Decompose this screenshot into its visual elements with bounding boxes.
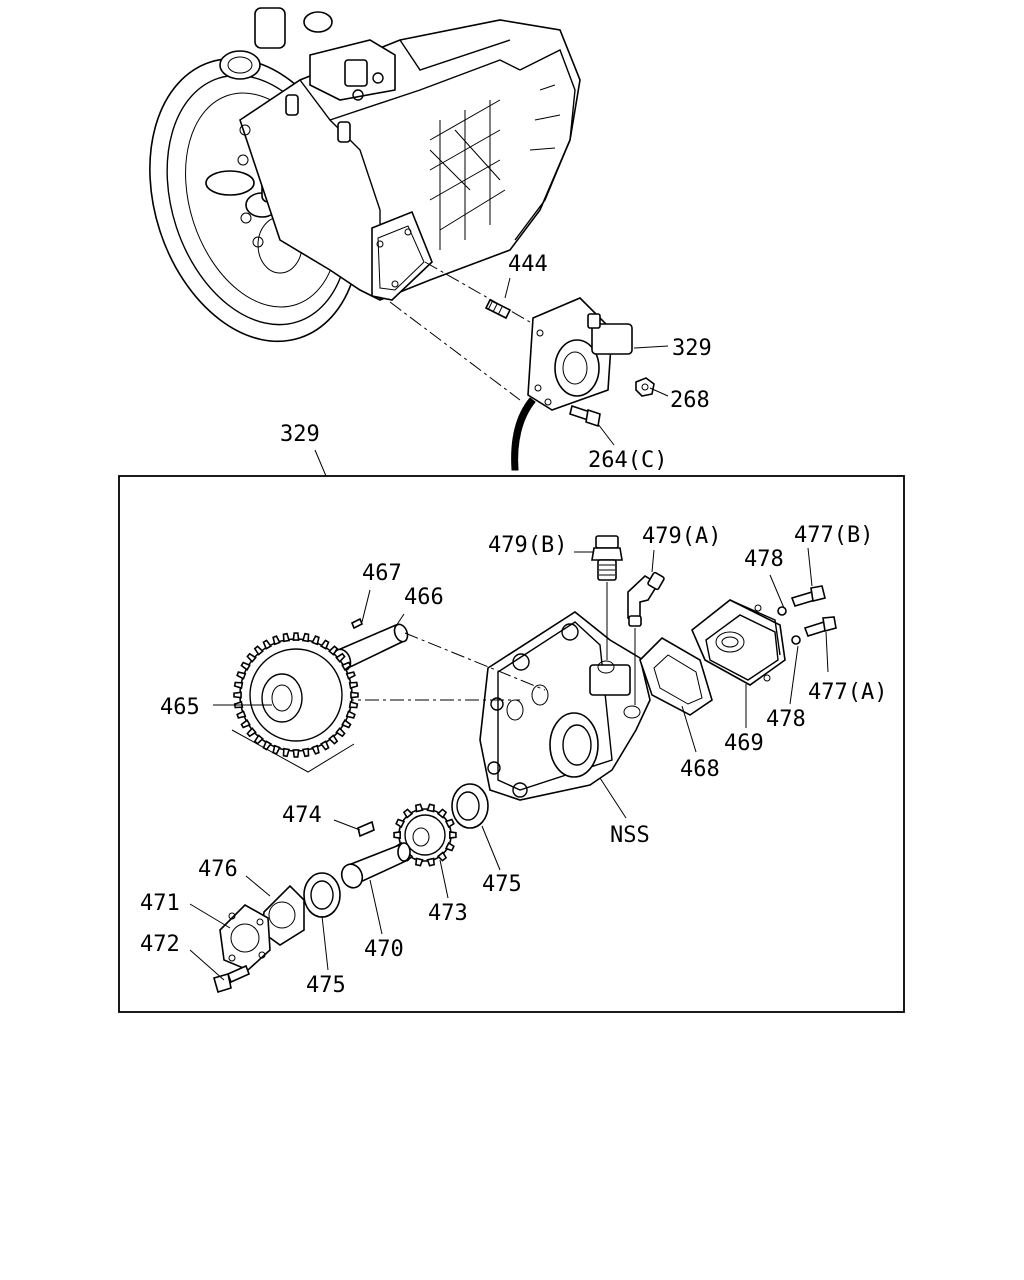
gear-tooth [444,818,455,829]
label-474: 474 [282,803,322,828]
gear-tooth [345,710,356,719]
gear-tooth [426,803,435,813]
gear-465 [233,632,359,758]
gear-tooth [236,671,247,680]
transmission-assembly [149,7,581,343]
gear-tooth [301,632,310,643]
bolt-264c [569,404,601,428]
gear-tooth [233,691,242,699]
gear-tooth [415,803,424,813]
label-471: 471 [140,891,180,916]
gear-tooth [301,747,310,758]
gear-tooth [320,740,330,751]
gear-tooth [341,661,352,671]
gear-tooth [246,727,257,738]
label-329-box: 329 [280,422,320,447]
gear-tooth [444,841,455,852]
bearing-475-left [303,872,341,918]
label-467: 467 [362,561,402,586]
gear-tooth [348,681,359,690]
gear-tooth [335,727,346,738]
label-473: 473 [428,901,468,926]
gear-tooth [240,719,251,729]
gear-tooth [272,744,281,755]
label-477b: 477(B) [794,523,873,548]
gear-tooth [395,818,406,829]
gear-tooth [282,632,291,643]
label-466: 466 [404,585,444,610]
pump-469 [691,599,786,686]
detail-arrow [511,397,536,471]
gear-tooth [449,831,457,839]
cover-471 [219,904,271,971]
gear-tooth [348,700,359,709]
label-268: 268 [670,388,710,413]
gear-tooth [272,635,281,646]
gear-tooth [436,808,448,819]
pto-housing [479,611,651,801]
label-329-top: 329 [672,336,712,361]
label-478-bottom: 478 [766,707,806,732]
bolt-477a [803,616,837,637]
label-469: 469 [724,731,764,756]
label-465: 465 [160,695,200,720]
gear-tooth [233,681,244,690]
pto-329-small [527,297,633,411]
gear-tooth [282,747,291,758]
gear-tooth [236,710,247,719]
gear-tooth [393,831,401,839]
gear-tooth [240,661,251,671]
gear-tooth [311,635,320,646]
gear-tooth [262,639,272,650]
label-476: 476 [198,857,238,882]
label-479b: 479(B) [488,533,567,558]
gear-tooth [292,749,300,758]
gear-tooth [345,671,356,680]
gear-tooth [341,719,352,729]
shaft-470 [340,842,411,889]
gear-tooth [253,734,264,745]
label-472: 472 [140,932,180,957]
key-474 [357,820,375,838]
label-478-top: 478 [744,547,784,572]
washer-478-top [777,606,787,616]
label-475-left: 475 [306,973,346,998]
washer-478-bottom [791,635,801,645]
bearing-475-right [451,783,489,829]
bolt-472 [213,964,251,994]
gasket-468 [639,636,713,716]
gear-tooth [246,652,257,663]
label-468: 468 [680,757,720,782]
gear-tooth [311,744,320,755]
bolt-477b [790,585,826,607]
label-475-right: 475 [482,872,522,897]
gear-tooth [335,652,346,663]
label-479a: 479(A) [642,524,721,549]
label-470: 470 [364,937,404,962]
label-264c: 264(C) [588,448,667,473]
gear-tooth [436,851,448,862]
key-467 [350,617,364,630]
gear-tooth [426,857,435,867]
gear-tooth [328,645,339,656]
elbow-479a [627,571,665,627]
label-477a: 477(A) [808,680,887,705]
gear-tooth [328,734,339,745]
nut-268 [635,377,655,397]
label-444: 444 [508,252,548,277]
gear-tooth [402,808,414,819]
label-nss: NSS [610,823,650,848]
gear-tooth [415,857,424,867]
gear-tooth [292,632,300,641]
stud-444 [484,298,512,320]
fitting-479b [591,535,623,581]
detail-frame [118,475,905,1013]
gear-tooth [253,645,264,656]
gear-tooth [350,691,359,699]
gear-tooth [320,639,330,650]
